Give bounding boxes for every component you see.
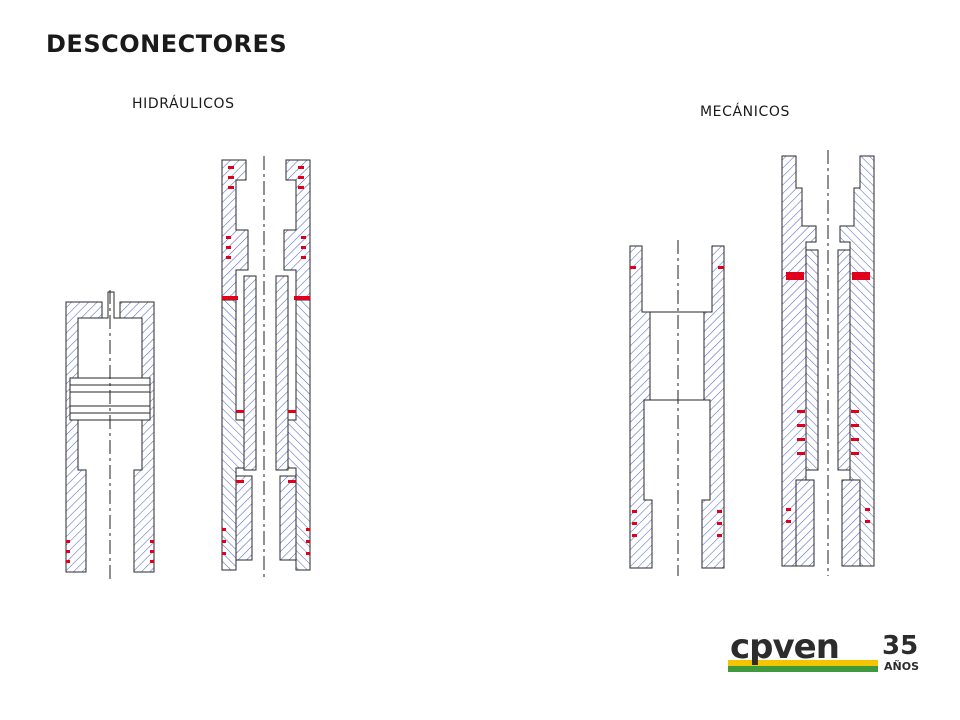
logo-years-label: AÑOS <box>884 660 919 673</box>
hydraulic-disconnector-lower <box>65 290 155 580</box>
section-label-hidraulicos: HIDRÁULICOS <box>132 96 235 112</box>
cpven-logo: cpven 35 AÑOS <box>728 628 919 673</box>
mechanical-disconnector-assembly <box>781 150 875 576</box>
section-label-mecanicos: MECÁNICOS <box>700 104 790 120</box>
logo-brand: cpven <box>730 628 839 667</box>
mechanical-disconnector-lower <box>629 240 725 576</box>
hydraulic-disconnector-assembly <box>221 156 311 578</box>
logo-years: 35 <box>882 631 918 661</box>
page-title: DESCONECTORES <box>46 30 288 58</box>
